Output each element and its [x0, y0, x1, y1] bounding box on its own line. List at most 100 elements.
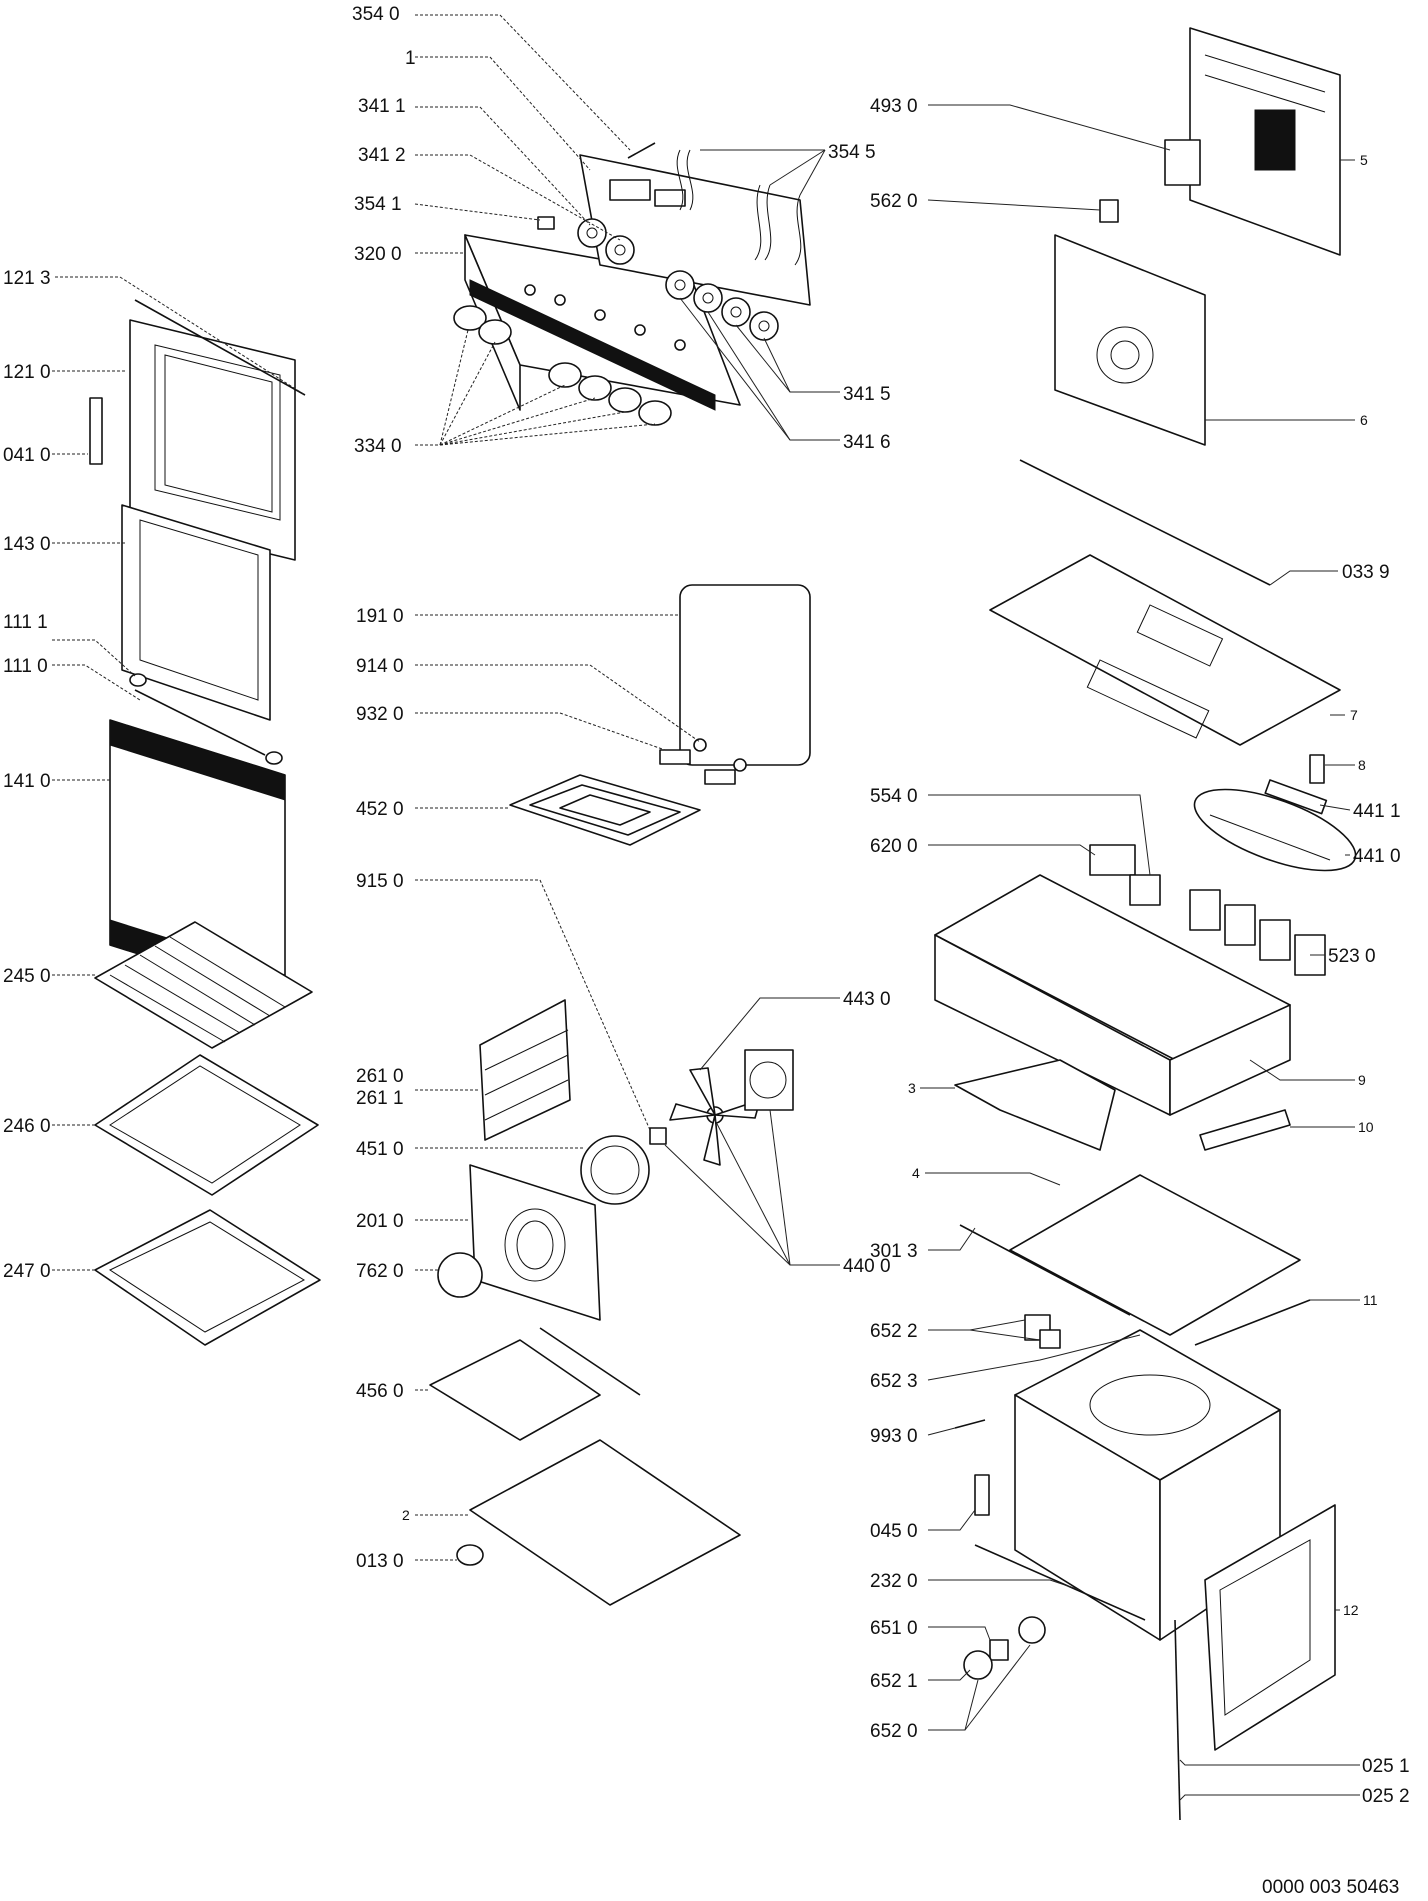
lamp-socket-part [1018, 1616, 1046, 1644]
spindle-part [627, 142, 656, 159]
top-cover-part [989, 554, 1341, 746]
hinge-receiver-part [974, 1474, 990, 1516]
label-915-0: 915 0 [356, 871, 404, 892]
label-041-0: 041 0 [3, 445, 51, 466]
insulation-strip-part [1019, 459, 1271, 586]
label-651-0: 651 0 [870, 1618, 918, 1639]
label-993-0: 993 0 [870, 1426, 918, 1447]
label-652-0: 652 0 [870, 1721, 918, 1742]
drip-tray-part [94, 1209, 321, 1346]
front-strip-part [974, 1544, 1146, 1621]
label-554-0: 554 0 [870, 786, 918, 807]
thermostat-part [1099, 199, 1119, 223]
label-12: 12 [1343, 1602, 1359, 1618]
label-246-0: 246 0 [3, 1116, 51, 1137]
door-frame-part [129, 319, 296, 561]
label-261-0: 261 0 [356, 1066, 404, 1087]
side-rack-part [479, 999, 571, 1141]
label-2: 2 [402, 1507, 410, 1523]
label-141-0: 141 0 [3, 771, 51, 792]
transformer-part [1164, 139, 1201, 186]
label-4: 4 [912, 1165, 920, 1181]
selector-switches-part [1189, 889, 1326, 976]
label-013-0: 013 0 [356, 1551, 404, 1572]
label-6: 6 [1360, 412, 1368, 428]
label-301-3: 301 3 [870, 1241, 918, 1262]
relay-part [1129, 874, 1161, 906]
foot-part [456, 1544, 484, 1566]
label-341-6: 341 6 [843, 432, 891, 453]
label-354-0: 354 0 [352, 4, 400, 25]
door-gasket-part [679, 584, 811, 766]
label-232-0: 232 0 [870, 1571, 918, 1592]
side-panel-part [1204, 1504, 1336, 1751]
label-354-5: 354 5 [828, 142, 876, 163]
wiring-part [676, 149, 802, 266]
side-strip-part [1174, 1619, 1181, 1821]
lamp-bulb-part [989, 1639, 1009, 1661]
fan-part [649, 1049, 794, 1166]
air-deflector-part [954, 1059, 1116, 1151]
label-10: 10 [1358, 1119, 1374, 1135]
clip-part [1309, 754, 1325, 784]
fan-cover-part [469, 1164, 601, 1321]
label-3: 3 [908, 1080, 916, 1096]
baking-tray-part [94, 1054, 319, 1196]
label-025-1: 025 1 [1362, 1756, 1410, 1777]
label-9: 9 [1358, 1072, 1366, 1088]
oven-cavity-part [1014, 1329, 1281, 1641]
label-441-0: 441 0 [1353, 846, 1401, 867]
label-652-1: 652 1 [870, 1671, 918, 1692]
label-11: 11 [1363, 1292, 1378, 1308]
label-121-3: 121 3 [3, 268, 51, 289]
terminal-block-part [1089, 844, 1136, 876]
label-247-0: 247 0 [3, 1261, 51, 1282]
label-456-0: 456 0 [356, 1381, 404, 1402]
label-191-0: 191 0 [356, 606, 404, 627]
rail-part [959, 1224, 1131, 1316]
label-443-0: 443 0 [843, 989, 891, 1010]
label-8: 8 [1358, 757, 1366, 773]
label-033-9: 033 9 [1342, 562, 1390, 583]
label-143-0: 143 0 [3, 534, 51, 555]
label-652-3: 652 3 [870, 1371, 918, 1392]
label-341-1: 341 1 [358, 96, 406, 117]
knobs-part [453, 305, 672, 426]
bracket-part [1199, 1109, 1291, 1151]
rear-panel-part [1189, 27, 1341, 256]
label-5: 5 [1360, 152, 1368, 168]
rod-part [1194, 1299, 1311, 1346]
button-part [537, 216, 555, 230]
screw-part [954, 1419, 986, 1429]
drawing-code: 0000 003 50463 [1262, 1877, 1399, 1898]
label-441-1: 441 1 [1353, 801, 1401, 822]
label-320-0: 320 0 [354, 244, 402, 265]
label-245-0: 245 0 [3, 966, 51, 987]
label-111-0: 111 0 [3, 656, 48, 677]
leader-lines [52, 14, 1360, 1801]
control-housing-part [934, 874, 1291, 1116]
cooling-panel-part [1054, 234, 1206, 446]
grill-element-part [509, 774, 701, 846]
label-1: 1 [405, 48, 416, 69]
label-652-2: 652 2 [870, 1321, 918, 1342]
bottom-element-part [429, 1327, 641, 1441]
door-handle-part [134, 689, 266, 756]
label-334-0: 334 0 [354, 436, 402, 457]
label-452-0: 452 0 [356, 799, 404, 820]
lamp-cap-part [963, 1650, 993, 1680]
label-341-5: 341 5 [843, 384, 891, 405]
label-932-0: 932 0 [356, 704, 404, 725]
label-354-1: 354 1 [354, 194, 402, 215]
oven-rack-part [94, 921, 313, 1049]
label-025-2: 025 2 [1362, 1786, 1410, 1807]
label-914-0: 914 0 [356, 656, 404, 677]
label-762-0: 762 0 [356, 1261, 404, 1282]
label-620-0: 620 0 [870, 836, 918, 857]
lamp-cover-part [437, 1252, 483, 1298]
label-562-0: 562 0 [870, 191, 918, 212]
label-201-0: 201 0 [356, 1211, 404, 1232]
upper-panel-part [1009, 1174, 1301, 1336]
label-493-0: 493 0 [870, 96, 918, 117]
